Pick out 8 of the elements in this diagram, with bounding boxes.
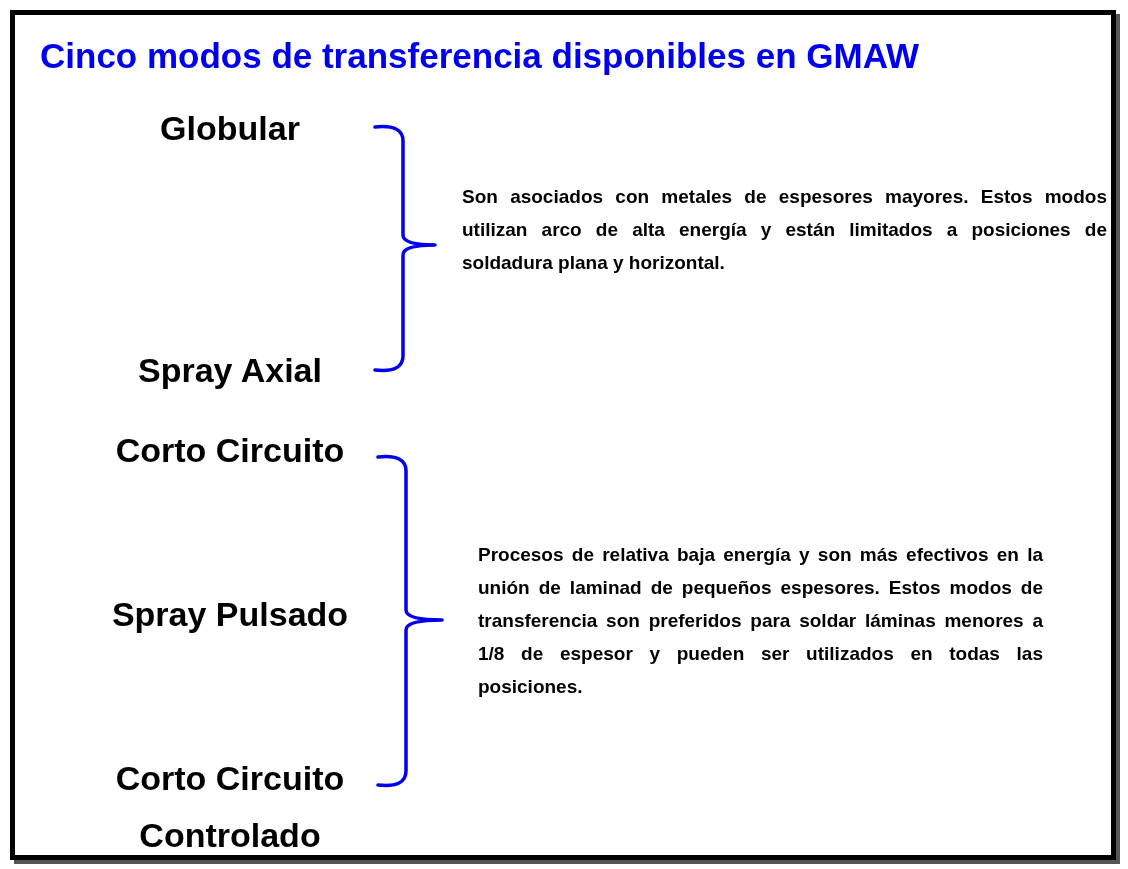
mode-label: Spray Axial xyxy=(137,350,323,391)
mode-label: Globular xyxy=(159,108,301,149)
mode-label: Corto Circuito xyxy=(114,430,346,471)
description-text: Son asociados con metales de espesores mayores. Estos modos utilizan arco de alta energía y están limitados a posiciones de soldadura plana y horizontal. xyxy=(462,185,1107,275)
description-text: Procesos de relativa baja energía y son más efectivos en la unión de laminad de pequeños espesores. Estos modos de transferencia son preferidos para soldar láminas menores a 1/8 de espesor y pueden ser utilizados en todas las posiciones. xyxy=(478,543,1043,699)
mode-label: Corto Circuito Controlado xyxy=(114,758,346,856)
mode-label: Spray Pulsado xyxy=(110,594,350,635)
title: Cinco modos de transferencia disponibles en GMAW xyxy=(40,35,920,77)
